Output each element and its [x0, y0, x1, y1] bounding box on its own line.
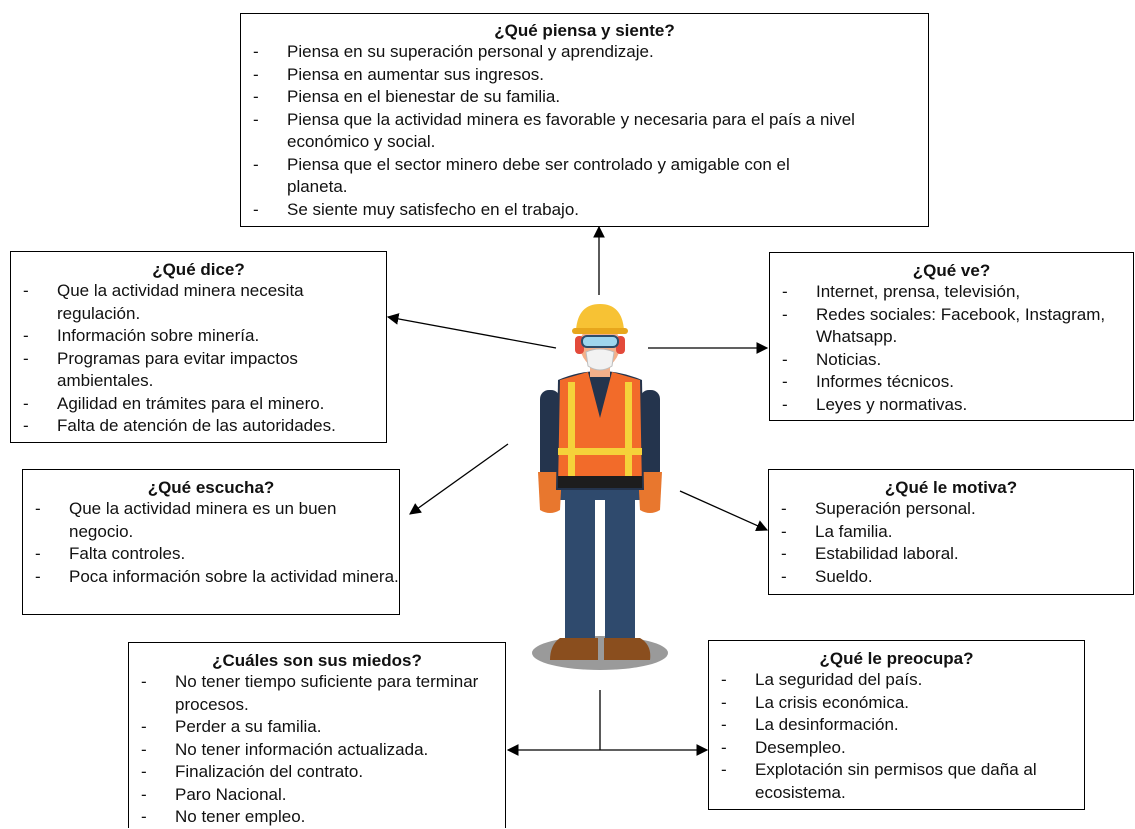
list-item: Estabilidad laboral. [769, 543, 1133, 566]
left-boot [550, 638, 598, 660]
right-glove [638, 472, 662, 513]
fears-title: ¿Cuáles son sus miedos? [212, 651, 422, 670]
list-item: Piensa en el bienestar de su familia. [241, 86, 901, 109]
list-item: Redes sociales: Facebook, Instagram, Wha… [770, 304, 1133, 349]
list-item: No tener tiempo suficiente para terminar… [129, 671, 505, 716]
left-arm [540, 390, 560, 480]
list-item: Piensa que el sector minero debe ser con… [241, 154, 901, 199]
hears-list: Que la actividad minera es un buen negoc… [23, 498, 399, 588]
list-item: Agilidad en trámites para el minero. [11, 393, 386, 416]
helmet [576, 304, 624, 330]
safety-vest [558, 372, 642, 488]
hears-title: ¿Qué escucha? [147, 478, 275, 497]
goggles [581, 335, 619, 348]
list-item: La seguridad del país. [709, 669, 1084, 692]
says-list: Que la actividad minera necesita regulac… [11, 280, 386, 438]
worries-title: ¿Qué le preocupa? [819, 649, 974, 668]
list-item: Perder a su familia. [129, 716, 505, 739]
list-item: Programas para evitar impactos ambiental… [11, 348, 386, 393]
list-item: Piensa en su superación personal y apren… [241, 41, 901, 64]
right-leg [605, 485, 635, 645]
list-item: Leyes y normativas. [770, 394, 1133, 417]
thinks-feels-list: Piensa en su superación personal y apren… [241, 41, 901, 221]
thinks-feels-box: ¿Qué piensa y siente? Piensa en su super… [240, 13, 929, 227]
list-item: No tener información actualizada. [129, 739, 505, 762]
list-item: Superación personal. [769, 498, 1133, 521]
sees-title: ¿Qué ve? [912, 261, 991, 280]
says-title: ¿Qué dice? [152, 260, 245, 279]
list-item: Falta de atención de las autoridades. [11, 415, 386, 438]
sees-box: ¿Qué ve? Internet, prensa, televisión, R… [769, 252, 1134, 421]
list-item: Noticias. [770, 349, 1133, 372]
fears-list: No tener tiempo suficiente para terminar… [129, 671, 505, 829]
face-mask [585, 348, 615, 371]
list-item: La crisis económica. [709, 692, 1084, 715]
list-item: Explotación sin permisos que daña al eco… [709, 759, 1084, 804]
worries-box: ¿Qué le preocupa? La seguridad del país.… [708, 640, 1085, 810]
list-item: Informes técnicos. [770, 371, 1133, 394]
motivates-title: ¿Qué le motiva? [884, 478, 1018, 497]
list-item: Desempleo. [709, 737, 1084, 760]
list-item: Piensa que la actividad minera es favora… [241, 109, 901, 154]
list-item: Que la actividad minera es un buen negoc… [23, 498, 399, 543]
left-glove [538, 472, 562, 513]
miner-worker-illustration [532, 304, 668, 670]
arrow-to-motivates [679, 490, 769, 532]
list-item: Poca información sobre la actividad mine… [23, 566, 399, 589]
list-item: La desinformación. [709, 714, 1084, 737]
list-item: Se siente muy satisfecho en el trabajo. [241, 199, 901, 222]
list-item: Paro Nacional. [129, 784, 505, 807]
thinks-feels-title: ¿Qué piensa y siente? [494, 21, 675, 40]
motivates-list: Superación personal. La familia. Estabil… [769, 498, 1133, 588]
list-item: Que la actividad minera necesita regulac… [11, 280, 386, 325]
right-arm [640, 390, 660, 480]
says-box: ¿Qué dice? Que la actividad minera neces… [10, 251, 387, 443]
fears-box: ¿Cuáles son sus miedos? No tener tiempo … [128, 642, 506, 828]
list-item: Finalización del contrato. [129, 761, 505, 784]
left-leg [565, 485, 595, 645]
list-item: Información sobre minería. [11, 325, 386, 348]
list-item: Piensa en aumentar sus ingresos. [241, 64, 901, 87]
list-item: Falta controles. [23, 543, 399, 566]
hears-box: ¿Qué escucha? Que la actividad minera es… [22, 469, 400, 615]
motivates-box: ¿Qué le motiva? Superación personal. La … [768, 469, 1134, 595]
list-item: Sueldo. [769, 566, 1133, 589]
list-item: No tener empleo. [129, 806, 505, 829]
list-item: La familia. [769, 521, 1133, 544]
list-item: Internet, prensa, televisión, [770, 281, 1133, 304]
right-boot [604, 638, 651, 660]
sees-list: Internet, prensa, televisión, Redes soci… [770, 281, 1133, 416]
arrow-to-says [386, 313, 557, 349]
arrow-to-hears [409, 443, 509, 515]
worries-list: La seguridad del país. La crisis económi… [709, 669, 1084, 804]
